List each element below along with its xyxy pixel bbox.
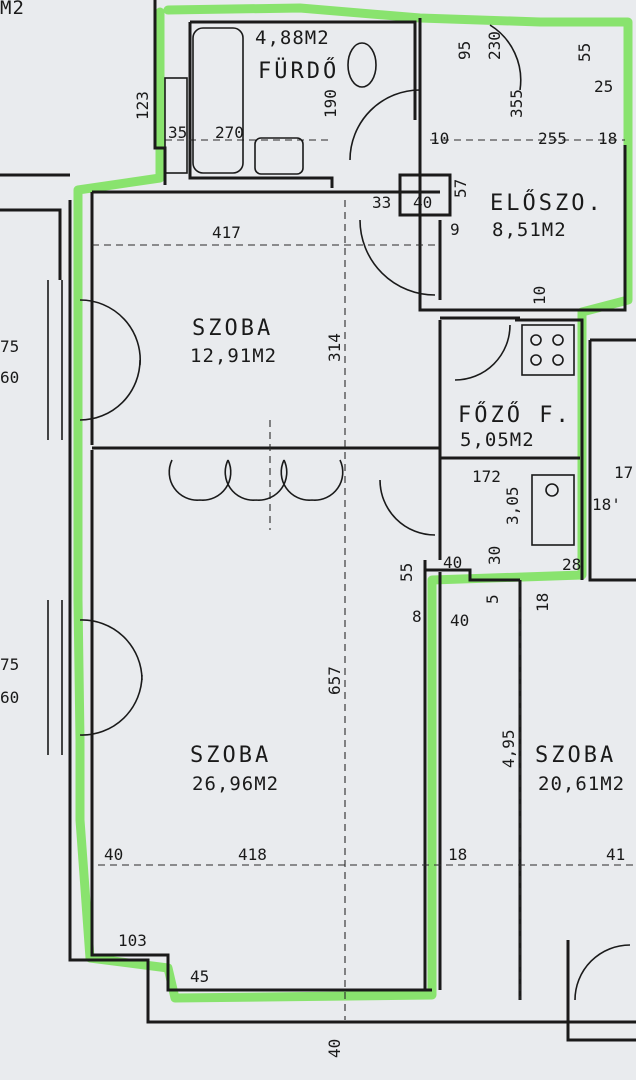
- dim-35: 35: [168, 123, 187, 142]
- dim-40-b: 40: [443, 553, 462, 572]
- dim-9: 9: [450, 220, 460, 239]
- room1-name: SZOBA: [192, 316, 273, 341]
- dim-103: 103: [118, 931, 147, 950]
- room3-name: SZOBA: [535, 743, 616, 768]
- bathroom-name: FÜRDŐ: [258, 58, 339, 84]
- room1-area: 12,91M2: [190, 345, 277, 367]
- entry-door-swing: [489, 24, 522, 91]
- hall-area: 8,51M2: [492, 219, 567, 241]
- room2-area: 26,96M2: [192, 773, 279, 795]
- room1-door-swing: [359, 219, 436, 296]
- dim-40-e: 40: [325, 1039, 344, 1058]
- dim-28: 28: [562, 555, 581, 574]
- dim-25: 25: [594, 77, 613, 96]
- dim-75-a: 75: [0, 337, 19, 356]
- dim-30: 30: [485, 546, 504, 565]
- dim-418: 418: [238, 845, 267, 864]
- dim-60-b: 60: [0, 688, 19, 707]
- dim-40-c: 40: [450, 611, 469, 630]
- toilet: [347, 42, 377, 88]
- dim-10-a: 10: [430, 129, 449, 148]
- dim-8: 8: [412, 607, 422, 626]
- dim-230: 230: [485, 31, 504, 60]
- dim-17: 17: [614, 463, 633, 482]
- dim-40-d: 40: [104, 845, 123, 864]
- dim-10-b: 10: [530, 286, 549, 305]
- dim-33: 33: [372, 193, 391, 212]
- kitchen-door-swing: [379, 479, 436, 536]
- dim-75-b: 75: [0, 655, 19, 674]
- bathtub: [192, 27, 244, 174]
- dim-255: 255: [538, 129, 567, 148]
- dim-270: 270: [215, 123, 244, 142]
- dim-55-b: 55: [397, 563, 416, 582]
- dim-417: 417: [212, 223, 241, 242]
- dim-172: 172: [472, 467, 501, 486]
- dimension-labels: 123 35 270 190 95 230 355 55 25 10 255 1…: [0, 31, 633, 1058]
- sink: [254, 137, 304, 175]
- dim-45: 45: [190, 967, 209, 986]
- dim-60-a: 60: [0, 368, 19, 387]
- dim-314: 314: [325, 333, 344, 362]
- dim-123: 123: [133, 91, 152, 120]
- dim-18-b: 18': [592, 495, 621, 514]
- dim-18-d: 18: [448, 845, 467, 864]
- dim-18-c: 18: [533, 593, 552, 612]
- dim-55-top: 55: [575, 43, 594, 62]
- dim-355: 355: [507, 89, 526, 118]
- room3-area: 20,61M2: [538, 773, 625, 795]
- dim-57: 57: [451, 179, 470, 198]
- bathroom-door-swing: [349, 89, 421, 161]
- stove: [521, 324, 575, 376]
- hall-name: ELŐSZO.: [490, 190, 604, 216]
- dim-495: 4,95: [499, 729, 518, 768]
- dim-18-a: 18: [598, 129, 617, 148]
- kitchen-name: FŐZŐ F.: [458, 402, 572, 428]
- room2-name: SZOBA: [190, 743, 271, 768]
- dim-41: 41: [606, 845, 625, 864]
- bathroom-area: 4,88M2: [255, 27, 330, 49]
- dim-190: 190: [321, 89, 340, 118]
- room-labels: FÜRDŐ 4,88M2 ELŐSZO. 8,51M2 SZOBA 12,91M…: [0, 0, 625, 795]
- dim-5: 5: [483, 594, 502, 604]
- dim-95: 95: [455, 41, 474, 60]
- top-fragment-label: M2: [0, 0, 25, 19]
- dim-657: 657: [325, 666, 344, 695]
- dim-40-a: 40: [413, 193, 432, 212]
- door-swings: [79, 24, 631, 1001]
- fixtures: [164, 27, 575, 546]
- kitchen-area: 5,05M2: [460, 429, 535, 451]
- kitchen-sink: [531, 474, 575, 546]
- dimension-lines: [92, 139, 636, 1020]
- dim-305: 3,05: [503, 486, 522, 525]
